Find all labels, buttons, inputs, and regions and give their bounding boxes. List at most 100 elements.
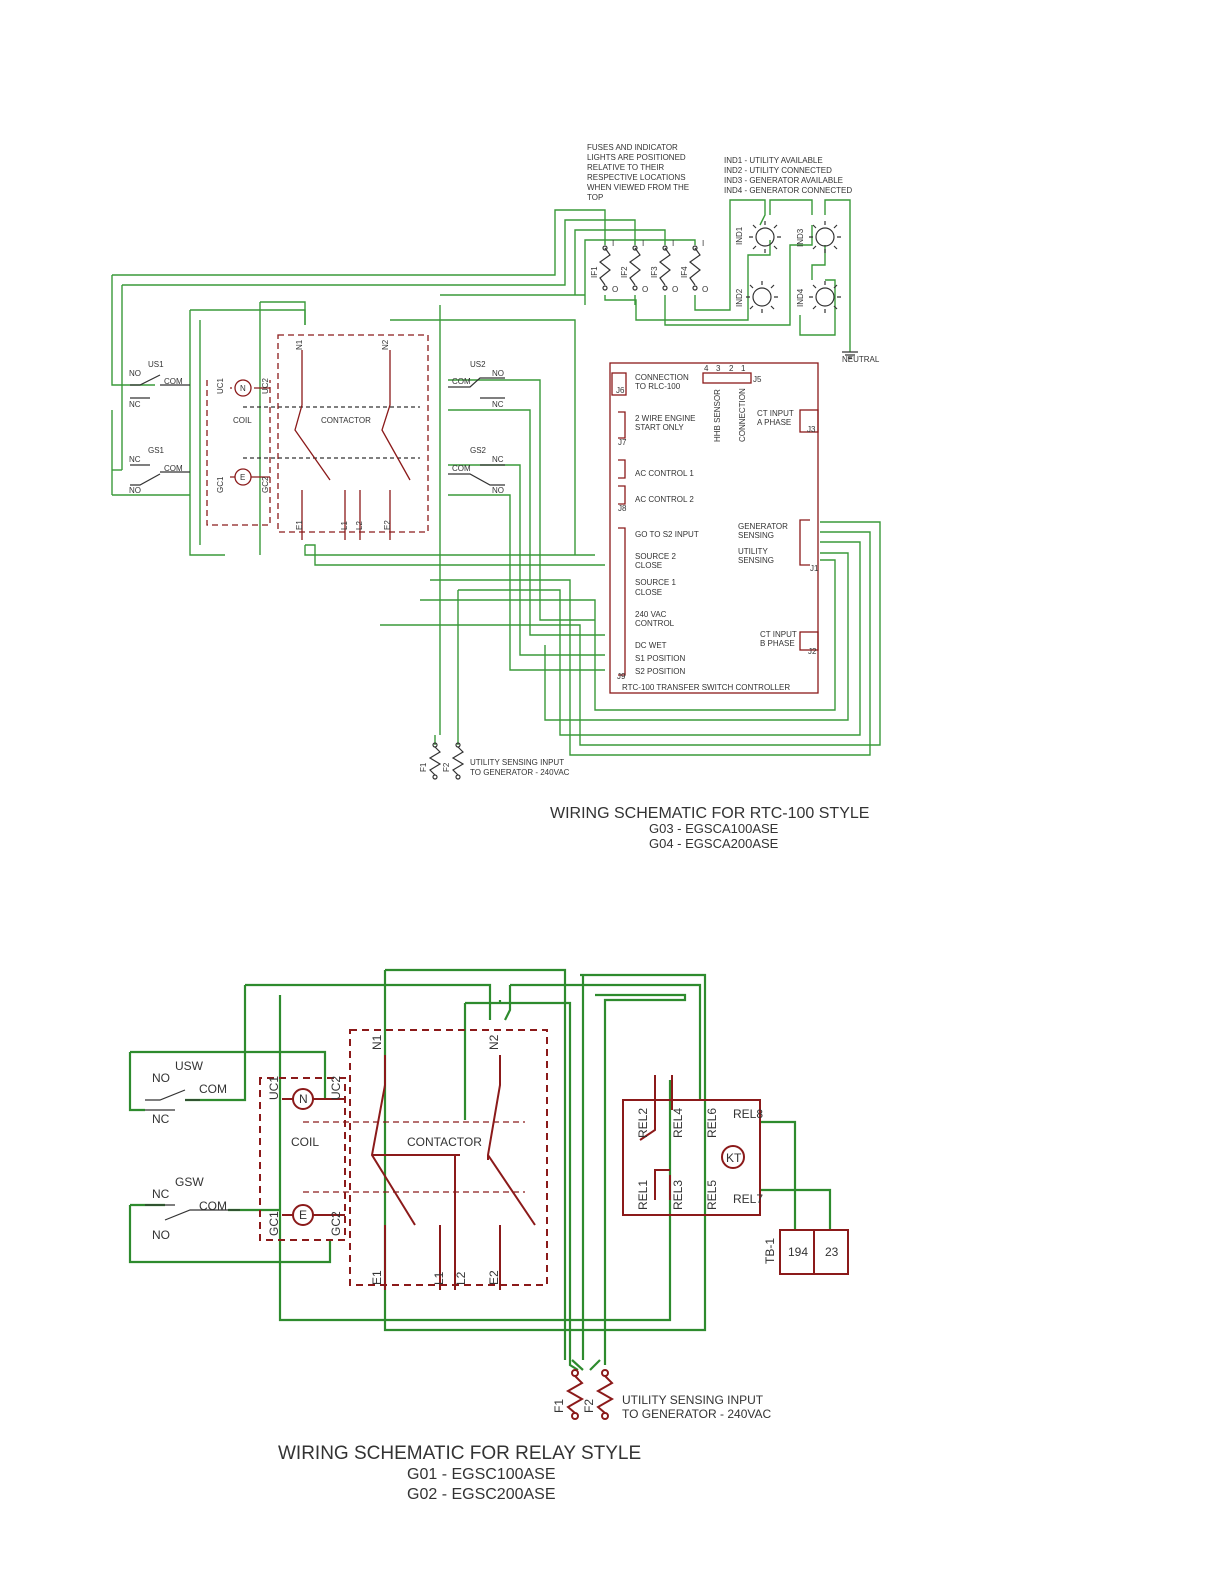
legend-line: IND2 - UTILITY CONNECTED (724, 166, 832, 175)
fuse-if3: IF3 I O (650, 239, 678, 294)
gen-sensing-label: SENSING (738, 531, 774, 540)
switch-no: NO (492, 369, 504, 378)
fuse-if2: IF2 I O (620, 239, 648, 294)
fuse-io-label: I (702, 239, 704, 248)
switch-name: GS1 (148, 446, 165, 455)
indicator-ind1: IND1 (735, 221, 781, 253)
contactor-e2: E2 (383, 520, 392, 530)
usw-switch: USW NO COM NC (145, 1059, 227, 1126)
relay-rel8: REL8 (733, 1107, 763, 1121)
relay-rel7: REL7 (733, 1192, 763, 1206)
f1-label: F1 (419, 762, 428, 772)
connection-rlc-label: TO RLC-100 (635, 382, 681, 391)
relay-rel2: REL2 (636, 1108, 650, 1138)
relay-rel6: REL6 (705, 1108, 719, 1138)
terminal-23: 23 (825, 1245, 839, 1259)
us2-switch: US2 NO COM NC (448, 360, 505, 409)
contactor-e2: E2 (487, 1270, 501, 1285)
connection-rlc-label: CONNECTION (635, 373, 689, 382)
note-line: FUSES AND INDICATOR (587, 143, 678, 152)
switch-nc: NC (152, 1112, 170, 1126)
contactor-l1: L1 (432, 1271, 446, 1285)
indicator-fuses: IF1 I O IF2 I O IF3 I O IF4 (590, 239, 708, 294)
fuse-io-label: O (672, 285, 678, 294)
us1-switch: US1 NO COM NC (129, 360, 190, 409)
hhb-sensor-label: HHB SENSOR (713, 389, 722, 442)
source-1-label: SOURCE 1 (635, 578, 676, 587)
indicator-lamps: IND1 IND3 IND2 IND4 NEUTRAL (735, 221, 880, 364)
switch-name: US2 (470, 360, 486, 369)
utility-input-label: UTILITY SENSING INPUT (470, 758, 564, 767)
indicator-ind3: IND3 (796, 221, 841, 253)
switch-com: COM (164, 377, 183, 386)
gs1-switch: GS1 NC COM NO (129, 446, 190, 495)
j5-pin: 1 (741, 364, 746, 373)
switch-name: US1 (148, 360, 164, 369)
relay-rel3: REL3 (671, 1180, 685, 1210)
coil-gc1-label: GC1 (216, 476, 225, 493)
ct-a-label: A PHASE (757, 418, 791, 427)
terminal-block-label: TB-1 (763, 1238, 777, 1264)
model-line: G01 - EGSC100ASE (407, 1466, 556, 1483)
util-sensing-label: UTILITY (738, 547, 768, 556)
switch-no: NO (152, 1071, 170, 1085)
source-1-label: CLOSE (635, 588, 662, 597)
schematic-title: WIRING SCHEMATIC FOR RTC-100 STYLE (550, 805, 869, 822)
coil-e-label: E (240, 473, 245, 482)
coil-assembly: N UC1 UC2 COIL E GC1 GC2 (206, 377, 420, 526)
f2-label: F2 (582, 1399, 596, 1413)
coil-uc2-label: UC2 (329, 1076, 343, 1100)
switch-no: NO (492, 486, 504, 495)
note-line: LIGHTS ARE POSITIONED (587, 153, 686, 162)
fuse-io-label: I (612, 239, 614, 248)
coil-e-label: E (299, 1208, 307, 1222)
indicator-ind4: IND4 (796, 281, 841, 313)
switch-no: NO (129, 486, 141, 495)
fuse-if1: IF1 I O (590, 239, 618, 294)
indicator-label: IND2 (735, 288, 744, 307)
coil-gc1-label: GC1 (267, 1211, 281, 1236)
util-sensing-label: SENSING (738, 556, 774, 565)
j1-label: J1 (810, 564, 819, 573)
contactor-l2: L2 (454, 1271, 468, 1285)
fuse-label: IF2 (620, 266, 629, 278)
relay-rel4: REL4 (671, 1108, 685, 1138)
switch-nc: NC (492, 455, 504, 464)
legend-line: IND4 - GENERATOR CONNECTED (724, 186, 852, 195)
switch-no: NO (129, 369, 141, 378)
gen-sensing-label: GENERATOR (738, 522, 788, 531)
gs2-switch: GS2 NC COM NO (448, 446, 505, 495)
terminal-block: 194 23 TB-1 (763, 1229, 849, 1275)
coil-uc2-label: UC2 (261, 377, 270, 394)
utility-input-label: TO GENERATOR - 240VAC (622, 1407, 771, 1421)
source-2-label: SOURCE 2 (635, 552, 676, 561)
utility-fuses-bottom: F1 F2 UTILITY SENSING INPUT TO GENERATOR… (552, 1369, 771, 1421)
fuse-io-label: I (672, 239, 674, 248)
go-s2-label: GO TO S2 INPUT (635, 530, 699, 539)
contactor-l1: L1 (340, 521, 349, 530)
vac-control-label: CONTROL (635, 619, 675, 628)
top-wiring (111, 199, 881, 756)
dc-wet-label: DC WET (635, 641, 667, 650)
indicator-label: IND4 (796, 288, 805, 307)
contactor-label: CONTACTOR (407, 1135, 482, 1149)
switch-com: COM (199, 1199, 227, 1213)
two-wire-label: START ONLY (635, 423, 684, 432)
switch-name: USW (175, 1059, 204, 1073)
model-line: G04 - EGSCA200ASE (649, 836, 779, 851)
f1-label: F1 (552, 1399, 566, 1413)
j5-pin: 4 (704, 364, 709, 373)
terminal-194: 194 (788, 1245, 808, 1259)
contactor-label: CONTACTOR (321, 416, 371, 425)
fuse-io-label: O (642, 285, 648, 294)
s2-position-label: S2 POSITION (635, 667, 685, 676)
utility-fuses-top: F1 F2 UTILITY SENSING INPUT TO GENERATOR… (419, 742, 570, 780)
fuse-label: IF3 (650, 266, 659, 278)
switch-nc: NC (152, 1187, 170, 1201)
switch-nc: NC (129, 455, 141, 464)
model-line: G03 - EGSCA100ASE (649, 821, 779, 836)
coil-gc2-label: GC2 (329, 1211, 343, 1236)
switch-com: COM (164, 464, 183, 473)
switch-name: GSW (175, 1175, 204, 1189)
ct-a-label: CT INPUT (757, 409, 794, 418)
